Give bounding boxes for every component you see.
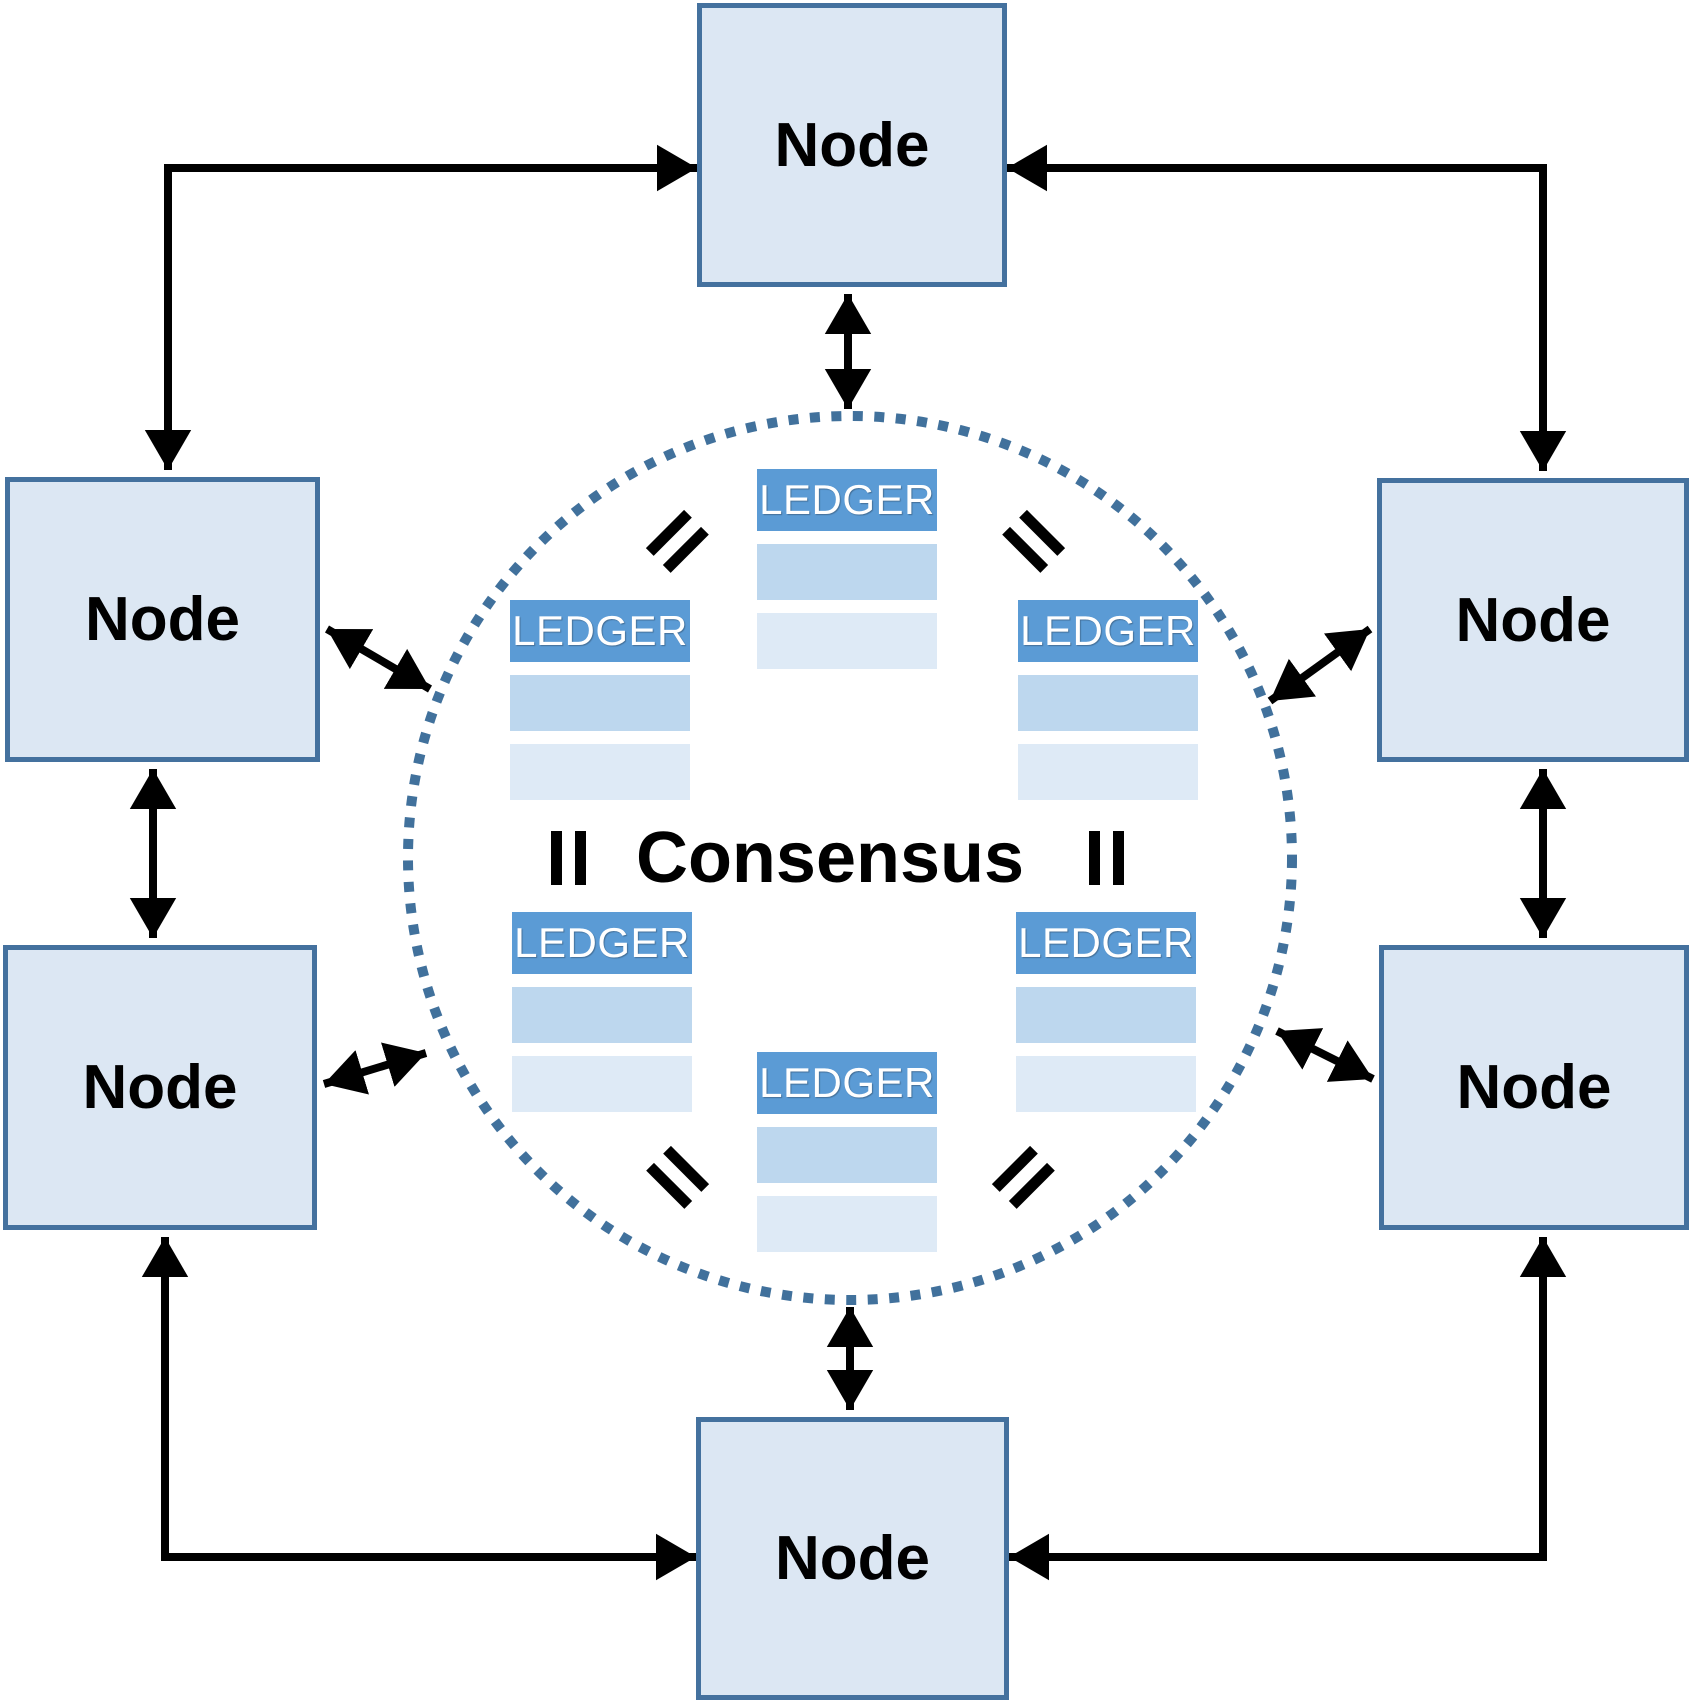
- node-label: Node: [82, 1053, 238, 1122]
- ledger-mid-right: LEDGER: [1018, 600, 1198, 813]
- equals-bar: [1113, 831, 1125, 885]
- node-label: Node: [774, 110, 930, 180]
- node-label: Node: [1456, 1053, 1612, 1122]
- ledger-mid-left: LEDGER: [510, 600, 690, 813]
- ledger-bottom-center: LEDGER: [757, 1052, 937, 1265]
- ledger-row: [757, 613, 937, 669]
- ledger-row: [757, 1196, 937, 1252]
- ledger-header-label: LEDGER: [1018, 600, 1198, 662]
- node-box-upper-left: Node: [5, 477, 320, 762]
- node-label: Node: [1455, 585, 1611, 655]
- arrow-bottomnode-lowerleftnode: [141, 1237, 696, 1581]
- ledger-row: [757, 544, 937, 600]
- equals-icon: [1057, 808, 1157, 908]
- node-box-bottom: Node: [696, 1417, 1009, 1700]
- arrow-upperrightnode-circle: [1267, 625, 1373, 705]
- ledger-header-label: LEDGER: [757, 469, 937, 531]
- arrow-bottomnode-lowerrightnode: [1009, 1237, 1567, 1581]
- ledger-row: [510, 675, 690, 731]
- arrow-lowerleftnode-circle: [322, 1042, 428, 1095]
- equals-bar: [575, 831, 587, 885]
- ledger-row: [512, 987, 692, 1043]
- ledger-row: [512, 1056, 692, 1112]
- node-box-top: Node: [697, 3, 1007, 287]
- ledger-header-label: LEDGER: [512, 912, 692, 974]
- ledger-row: [1018, 744, 1198, 800]
- ledger-header-label: LEDGER: [510, 600, 690, 662]
- equals-icon: [519, 808, 619, 908]
- consensus-label: Consensus: [635, 818, 1025, 898]
- equals-bar: [551, 831, 563, 885]
- ledger-row: [1016, 987, 1196, 1043]
- ledger-row: [1018, 675, 1198, 731]
- node-box-upper-right: Node: [1377, 478, 1689, 762]
- ledger-header-label: LEDGER: [1016, 912, 1196, 974]
- arrow-topnode-upperrightnode: [1007, 144, 1567, 471]
- node-box-lower-left: Node: [3, 945, 317, 1230]
- ledger-row: [757, 1127, 937, 1183]
- equals-bar: [1089, 831, 1101, 885]
- node-label: Node: [775, 1524, 930, 1593]
- ledger-row: [510, 744, 690, 800]
- ledger-lower-left: LEDGER: [512, 912, 692, 1125]
- arrow-lowerrightnode-circle: [1275, 1027, 1375, 1083]
- ledger-header-label: LEDGER: [757, 1052, 937, 1114]
- arrow-topnode-upperleftnode: [144, 144, 697, 470]
- node-box-lower-right: Node: [1379, 945, 1689, 1230]
- ledger-row: [1016, 1056, 1196, 1112]
- node-label: Node: [85, 585, 240, 654]
- ledger-top-center: LEDGER: [757, 469, 937, 682]
- consensus-boundary-circle: [403, 411, 1297, 1305]
- ledger-lower-right: LEDGER: [1016, 912, 1196, 1125]
- arrow-upperleftnode-circle: [324, 625, 433, 693]
